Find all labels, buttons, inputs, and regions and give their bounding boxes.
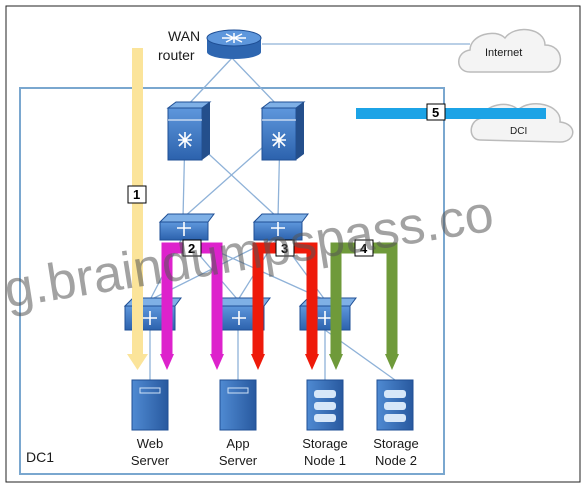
- app-server-icon: [219, 379, 257, 431]
- svg-text:3: 3: [281, 241, 288, 256]
- agg-switch-right: [252, 213, 309, 241]
- svg-text:App: App: [226, 436, 249, 451]
- outer-frame: [5, 5, 581, 483]
- path-3-arrowhead-right: [305, 354, 319, 370]
- svg-text:Storage: Storage: [373, 436, 419, 451]
- dci-label: DCI: [510, 126, 527, 137]
- path-4-arrowhead-left: [329, 354, 343, 370]
- storage-node-2-icon: [376, 379, 414, 431]
- core-switch-left: [166, 101, 212, 161]
- internet-label: Internet: [485, 47, 522, 59]
- path-1-badge: 1: [127, 185, 147, 204]
- internet-cloud: [458, 28, 562, 73]
- svg-text:Node 2: Node 2: [375, 453, 417, 468]
- svg-text:4: 4: [360, 241, 368, 256]
- path-4-arrowhead-right: [385, 354, 399, 370]
- dc1-boundary: [19, 87, 445, 475]
- svg-text:1: 1: [133, 187, 140, 202]
- svg-text:5: 5: [432, 105, 439, 120]
- path-5-bar: [356, 108, 546, 119]
- path-3-badge: 3: [275, 239, 295, 257]
- svg-text:Server: Server: [131, 453, 170, 468]
- path-3-arrowhead-left: [251, 354, 265, 370]
- svg-text:Web: Web: [137, 436, 164, 451]
- path-2-badge: 2: [182, 239, 202, 257]
- wan-router: [206, 29, 262, 59]
- path-2-arrowhead-right: [210, 354, 224, 370]
- svg-text:Server: Server: [219, 453, 258, 468]
- dc1-label: DC1: [26, 449, 54, 465]
- path-2-arrowhead-left: [160, 354, 174, 370]
- svg-text:2: 2: [188, 241, 195, 256]
- agg-switch-left: [158, 213, 215, 241]
- path-5-badge: 5: [426, 103, 446, 121]
- wan-router-label-line1: WAN: [168, 28, 200, 44]
- core-switch-right: [260, 101, 306, 161]
- device-labels: Web Server App Server Storage Node 1 Sto…: [131, 436, 419, 468]
- wan-router-label-line2: router: [158, 47, 195, 63]
- svg-text:Node 1: Node 1: [304, 453, 346, 468]
- svg-text:Storage: Storage: [302, 436, 348, 451]
- path-4-badge: 4: [354, 239, 374, 257]
- storage-node-1-icon: [306, 379, 344, 431]
- web-server-icon: [131, 379, 169, 431]
